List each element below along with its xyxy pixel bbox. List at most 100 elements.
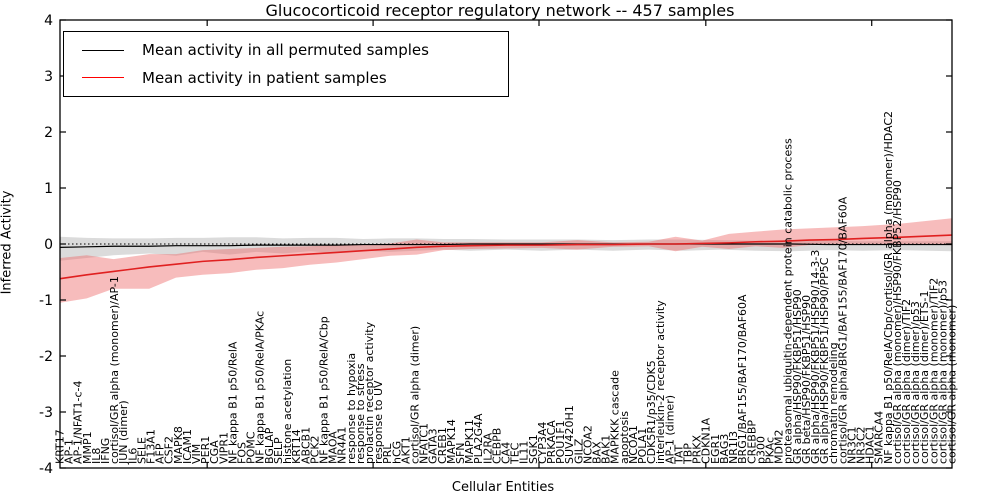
entity-label: GR beta/HSP90/FKBP51/HSP90: [800, 295, 813, 464]
entity-label: IL8: [90, 448, 103, 464]
entity-label: hCG: [390, 441, 403, 464]
entity-label: EGR1: [709, 434, 722, 464]
entity-label: MAPK8: [172, 426, 185, 464]
entity-label: IFNG: [99, 438, 112, 464]
entity-label: NF kappa B1 p50/RelA: [226, 341, 239, 464]
entity-label: cortisol/GR alpha (dimer): [408, 326, 421, 464]
entity-label: MAOA: [327, 431, 340, 464]
entity-label: BAX: [591, 441, 604, 464]
entity-label: GR alpha/HSP90/FKBP51/HSP90/PP5C: [818, 257, 831, 464]
entity-label: AFP: [154, 443, 167, 464]
entity-label: PRKX: [691, 435, 704, 464]
entity-label: PKAc: [763, 437, 776, 464]
entity-label: BRG1/BAF155/BAF170/BAF60A: [736, 294, 749, 464]
entity-label: CDKN1A: [700, 417, 713, 464]
entity-label: response to stress: [354, 363, 367, 464]
entity-label: POMC: [245, 431, 258, 464]
entity-label: F13A1: [145, 429, 158, 464]
y-axis-label: Inferred Activity: [0, 190, 15, 295]
entity-label: TBP: [682, 443, 695, 465]
entity-label: CSF2: [163, 436, 176, 464]
legend-line-patient-icon: [82, 77, 124, 79]
entity-label: BGLAP: [263, 427, 276, 464]
entity-label: response to hypoxia: [345, 353, 358, 464]
entity-label: NF kappa B1 p50/RelA/Cbp/cortisol/GR alp…: [882, 111, 895, 464]
legend-label-permuted: Mean activity in all permuted samples: [142, 41, 429, 60]
entity-label: HDAC1: [864, 425, 877, 464]
entity-label: SUV420H1: [563, 405, 576, 464]
entity-label: CYP3A4: [536, 422, 549, 464]
entity-label: MDM2: [773, 430, 786, 464]
entity-label: PCK2: [308, 435, 321, 464]
y-tick-label: 4: [44, 13, 53, 29]
entity-label: NR3C1: [845, 426, 858, 464]
entity-label: VIPR1: [217, 432, 230, 464]
entity-label: GILZ: [572, 438, 585, 464]
entity-label: SELP: [272, 437, 285, 464]
x-axis-label: Cellular Entities: [451, 480, 555, 495]
entity-label: chromatin remodeling: [827, 342, 840, 464]
entity-label: NFATC1: [418, 423, 431, 464]
entity-label: POLA1: [636, 428, 649, 464]
entity-label: NR1I3: [727, 431, 740, 464]
legend: Mean activity in all permuted samples Me…: [63, 31, 509, 97]
entity-label: TEC: [509, 442, 522, 465]
entity-label: SELE: [135, 437, 148, 464]
entity-label: NCOA1: [627, 425, 640, 464]
legend-row-permuted: Mean activity in all permuted samples: [82, 41, 508, 59]
legend-line-permuted-icon: [82, 49, 124, 51]
entity-label: CREB1: [436, 427, 449, 464]
entity-label: BAK1: [600, 435, 613, 464]
entity-label: CGA: [208, 440, 221, 464]
entity-label: SFN: [454, 442, 467, 464]
entity-label: CA4: [500, 442, 513, 464]
entity-label: response to UV: [372, 380, 385, 464]
entity-label: NR4A1: [336, 427, 349, 464]
entity-label: PRL: [381, 443, 394, 464]
entity-label: AP-1: [63, 439, 76, 464]
entity-label: NCOA2: [581, 425, 594, 464]
y-tick-label: -1: [39, 293, 53, 309]
entity-label: interleukin-2 receptor activity: [654, 300, 667, 464]
legend-label-patient: Mean activity in patient samples: [142, 68, 387, 87]
entity-label: CDK5R1/p35/CDK5: [645, 360, 658, 464]
patient-mean-line: [59, 234, 953, 280]
legend-row-patient: Mean activity in patient samples: [82, 69, 508, 87]
entity-label: FOS: [236, 442, 249, 464]
entity-label: AP-1 (dimer): [663, 395, 676, 464]
entity-label: POU1F1: [554, 420, 567, 464]
entity-label: MAPKKK cascade: [609, 370, 622, 464]
entity-label: VIM: [190, 444, 203, 464]
y-tick-label: 3: [44, 69, 53, 85]
entity-label: cortisol/GR alpha (monomer)/HSP90/FKBP52…: [891, 180, 904, 464]
entity-label: CEBPB: [490, 428, 503, 464]
entity-label: cortisol/GR alpha (monomer)/TIF2: [927, 278, 940, 464]
entity-label: SMARCA4: [873, 411, 886, 464]
entity-label: NF kappa B1 p50/RelA/Cbp: [317, 316, 330, 464]
entity-label: GR alpha/HSP90/FKBP51/HSP90: [791, 289, 804, 464]
entity-label: cortisol/GR alpha (monomer)/AP-1: [108, 276, 121, 464]
entity-label: PRKACA: [545, 420, 558, 464]
entity-label: histone acetylation: [281, 359, 294, 464]
y-tick-label: 1: [44, 181, 53, 197]
entity-label: IL2RA: [481, 432, 494, 464]
entity-label: JUN (dimer): [117, 400, 130, 465]
entity-label: NF kappa B1 p50/RelA/PKAc: [254, 311, 267, 464]
entity-label: cortisol/GR alpha (dimer)/ETS-1: [918, 291, 931, 465]
entity-label: BAG3: [718, 434, 731, 464]
entity-label: AKT1: [399, 436, 412, 464]
entity-label: KRT14: [290, 429, 303, 464]
entity-label: PER1: [199, 436, 212, 464]
entity-label: prolactin receptor activity: [363, 321, 376, 464]
entity-label: proteasomal ubiquitin-dependent protein …: [782, 138, 795, 464]
entity-label: cortisol/GR alpha (dimer)/p53: [909, 301, 922, 464]
entity-label: ABCB1: [299, 427, 312, 464]
entity-label: IL6: [126, 448, 139, 464]
y-tick-label: 0: [44, 237, 53, 253]
entity-label: apoptosis: [618, 411, 631, 464]
y-tick-label: -4: [39, 461, 53, 477]
y-tick-label: -2: [39, 349, 53, 365]
entity-label: MMP1: [81, 431, 94, 464]
